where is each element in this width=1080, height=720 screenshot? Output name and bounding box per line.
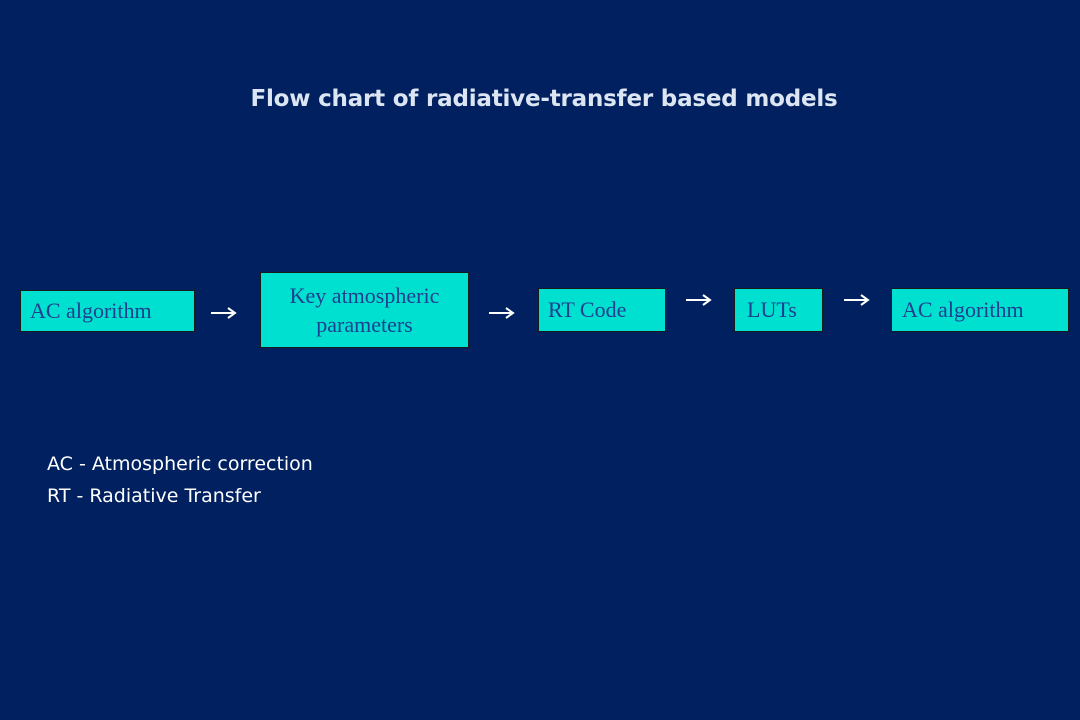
box-rt-code: RT Code xyxy=(538,288,666,332)
right-arrow-icon xyxy=(489,307,515,319)
box-ac-algorithm-output: AC algorithm xyxy=(891,288,1069,332)
right-arrow-icon xyxy=(211,307,237,319)
right-arrow-icon xyxy=(844,294,870,306)
box-label-line-1: Key atmospheric xyxy=(289,282,440,308)
box-label: LUTs xyxy=(747,297,797,322)
legend-line-ac: AC - Atmospheric correction xyxy=(47,453,313,475)
box-ac-algorithm-input: AC algorithm xyxy=(20,290,195,332)
box-label: RT Code xyxy=(548,297,627,322)
box-label: AC algorithm xyxy=(30,298,152,323)
abbreviation-legend: AC - Atmospheric correction RT - Radiati… xyxy=(47,448,313,512)
legend-line-rt: RT - Radiative Transfer xyxy=(47,485,261,507)
box-luts: LUTs xyxy=(734,288,823,332)
right-arrow-icon xyxy=(686,294,712,306)
box-label-line-2: parameters xyxy=(316,311,413,337)
page-title: Flow chart of radiative-transfer based m… xyxy=(250,86,838,112)
box-label: AC algorithm xyxy=(902,297,1024,322)
box-key-atmospheric-parameters: Key atmospheric parameters xyxy=(260,272,469,348)
